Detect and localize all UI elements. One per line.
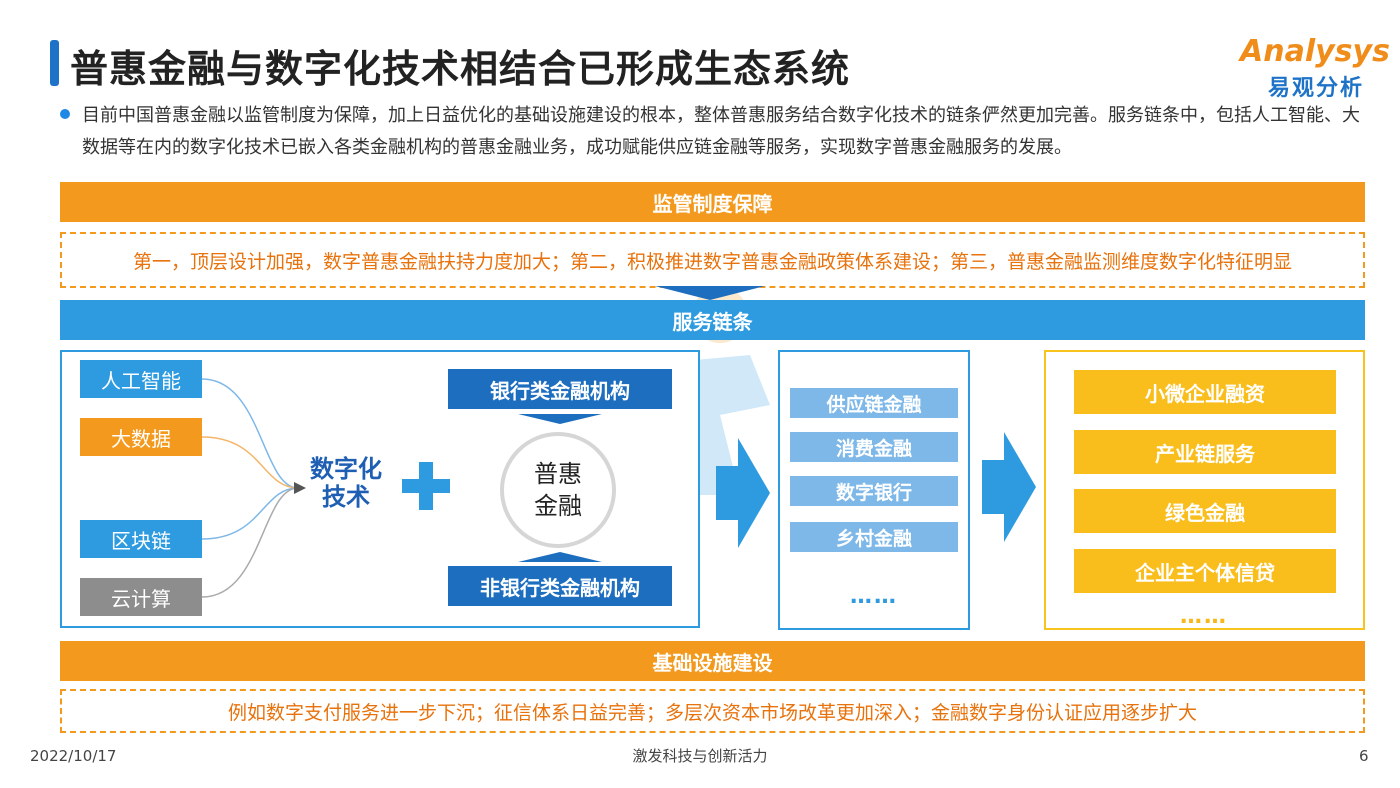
- service-chain-band: 服务链条: [60, 300, 1365, 340]
- service-chain-label: 服务链条: [672, 309, 753, 334]
- tech-label: 人工智能: [101, 368, 181, 393]
- non-bank-institution-box: 非银行类金融机构: [448, 566, 672, 606]
- service-item: 小微企业融资: [1074, 370, 1336, 414]
- tech-connector-lines: [202, 378, 306, 598]
- service-item-label: 小微企业融资: [1145, 381, 1265, 406]
- service-item-label: 企业主个体信贷: [1135, 560, 1275, 585]
- chain-item-label: 乡村金融: [835, 527, 912, 550]
- tech-label: 区块链: [111, 528, 171, 553]
- down-arrow-icon: [518, 414, 602, 424]
- plus-icon: [402, 462, 450, 510]
- right-arrow-icon: [716, 438, 770, 548]
- infrastructure-band: 基础设施建设: [60, 641, 1365, 681]
- down-arrow-icon: [655, 286, 765, 300]
- service-item-label: 绿色金融: [1165, 500, 1245, 525]
- tech-label: 云计算: [111, 586, 171, 611]
- footer-slogan: 激发科技与创新活力: [632, 747, 768, 765]
- footer-date: 2022/10/17: [30, 747, 117, 765]
- page-number: 6: [1359, 747, 1369, 765]
- service-item: 绿色金融: [1074, 489, 1336, 533]
- infrastructure-label: 基础设施建设: [652, 650, 773, 675]
- chain-more-ellipsis: ……: [850, 584, 898, 609]
- tech-box-cloud: 云计算: [80, 578, 202, 616]
- infrastructure-detail-box: 例如数字支付服务进一步下沉；征信体系日益完善；多层次资本市场改革更加深入；金融数…: [60, 689, 1365, 733]
- inclusive-finance-circle: 普惠金融: [500, 432, 616, 548]
- regulation-detail: 第一，顶层设计加强，数字普惠金融扶持力度加大；第二，积极推进数字普惠金融政策体系…: [132, 250, 1292, 273]
- infrastructure-detail: 例如数字支付服务进一步下沉；征信体系日益完善；多层次资本市场改革更加深入；金融数…: [227, 701, 1197, 724]
- non-bank-institution-label: 非银行类金融机构: [480, 575, 640, 600]
- services-more-ellipsis: ……: [1180, 604, 1228, 629]
- tech-box-blockchain: 区块链: [80, 520, 202, 558]
- tech-label: 大数据: [111, 426, 171, 451]
- up-arrow-icon: [518, 552, 602, 562]
- intro-paragraph: 目前中国普惠金融以监管制度为保障，加上日益优化的基础设施建设的根本，整体普惠服务…: [82, 105, 1360, 158]
- page-title: 普惠金融与数字化技术相结合已形成生态系统: [70, 47, 851, 91]
- regulation-band: 监管制度保障: [60, 182, 1365, 222]
- digital-tech-label: 数字化技术: [310, 455, 382, 511]
- logo-text-cn: 易观分析: [1268, 76, 1365, 101]
- bank-institution-label: 银行类金融机构: [490, 378, 630, 403]
- service-item: 产业链服务: [1074, 430, 1336, 474]
- chain-item-label: 消费金融: [835, 437, 912, 460]
- tech-box-big-data: 大数据: [80, 418, 202, 456]
- regulation-detail-box: 第一，顶层设计加强，数字普惠金融扶持力度加大；第二，积极推进数字普惠金融政策体系…: [60, 232, 1365, 288]
- title-accent-bar: [50, 40, 59, 86]
- regulation-label: 监管制度保障: [652, 191, 773, 216]
- service-item: 企业主个体信贷: [1074, 549, 1336, 593]
- chain-item: 消费金融: [790, 432, 958, 462]
- right-arrow-icon: [982, 432, 1036, 542]
- bank-institution-box: 银行类金融机构: [448, 369, 672, 409]
- logo-text-en: Analysys: [1240, 34, 1390, 69]
- tech-box-ai: 人工智能: [80, 360, 202, 398]
- chain-item: 供应链金融: [790, 388, 958, 418]
- service-item-label: 产业链服务: [1155, 441, 1255, 466]
- chain-item-label: 数字银行: [835, 481, 912, 504]
- inclusive-finance-label: 普惠金融: [534, 460, 582, 520]
- bullet-icon: [60, 109, 70, 119]
- chain-item: 乡村金融: [790, 522, 958, 552]
- chain-item: 数字银行: [790, 476, 958, 506]
- chain-item-label: 供应链金融: [826, 393, 922, 416]
